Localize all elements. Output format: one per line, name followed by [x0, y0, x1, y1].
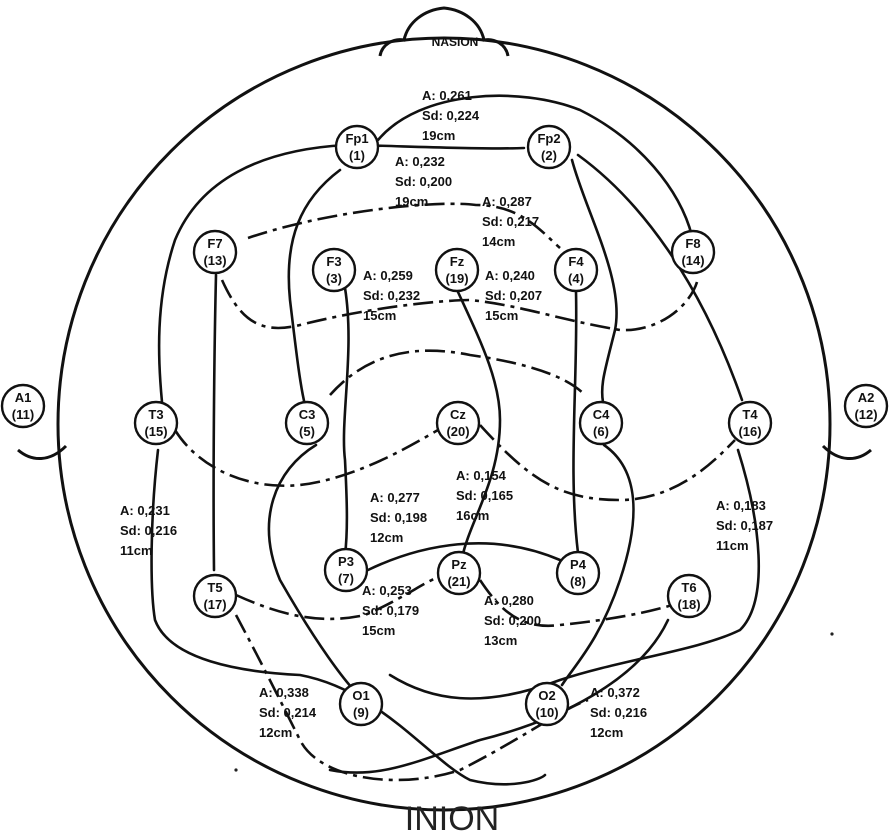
- electrode-number: (1): [349, 148, 365, 163]
- electrode-f8[interactable]: F8 (14): [672, 231, 714, 273]
- electrode-number: (4): [568, 271, 584, 286]
- electrode-number: (13): [203, 253, 226, 268]
- electrode-c3[interactable]: C3 (5): [286, 402, 328, 444]
- electrode-number: (7): [338, 571, 354, 586]
- annotation-f3: A: 0,259 Sd: 0,232 15cm: [363, 268, 424, 323]
- electrode-label: F3: [326, 254, 341, 269]
- electrode-number: (16): [738, 424, 761, 439]
- annotation-fp1-f8: A: 0,261 Sd: 0,224 19cm: [422, 88, 483, 143]
- electrode-label: T6: [681, 580, 696, 595]
- electrodes: Fp1 (1) Fp2 (2) F7 (13) F3 (3) Fz (19) F…: [2, 126, 887, 725]
- annotation-cz: A: 0,154 Sd: 0,165 16cm: [456, 468, 517, 523]
- electrode-number: (2): [541, 148, 557, 163]
- annotation-t4: A: 0,183 Sd: 0,187 11cm: [716, 498, 777, 553]
- electrode-label: O2: [538, 688, 555, 703]
- scan-artifact-dot: [830, 632, 833, 635]
- electrode-cz[interactable]: Cz (20): [437, 402, 479, 444]
- electrode-label: T4: [742, 407, 758, 422]
- electrode-f4[interactable]: F4 (4): [555, 249, 597, 291]
- electrode-f7[interactable]: F7 (13): [194, 231, 236, 273]
- electrode-label: P3: [338, 554, 354, 569]
- electrode-number: (6): [593, 424, 609, 439]
- electrode-fz[interactable]: Fz (19): [436, 249, 478, 291]
- electrode-t4[interactable]: T4 (16): [729, 402, 771, 444]
- electrode-label: C4: [593, 407, 610, 422]
- annotation-p3-p4: A: 0,277 Sd: 0,198 12cm: [370, 490, 431, 545]
- electrode-number: (10): [535, 705, 558, 720]
- annotation-t5-pz: A: 0,253 Sd: 0,179 15cm: [362, 583, 423, 638]
- electrode-label: O1: [352, 688, 369, 703]
- electrode-c4[interactable]: C4 (6): [580, 402, 622, 444]
- electrode-label: F4: [568, 254, 584, 269]
- electrode-number: (17): [203, 597, 226, 612]
- annotation-o1: A: 0,338 Sd: 0,214 12cm: [259, 685, 320, 740]
- electrode-number: (19): [445, 271, 468, 286]
- electrode-number: (5): [299, 424, 315, 439]
- electrode-label: T3: [148, 407, 163, 422]
- electrode-number: (11): [12, 407, 34, 422]
- electrode-number: (21): [447, 574, 470, 589]
- electrode-label: A1: [15, 390, 32, 405]
- electrode-p4[interactable]: P4 (8): [557, 552, 599, 594]
- electrode-f3[interactable]: F3 (3): [313, 249, 355, 291]
- electrode-label: Fz: [450, 254, 465, 269]
- electrode-o1[interactable]: O1 (9): [340, 683, 382, 725]
- electrode-number: (12): [854, 407, 877, 422]
- electrode-label: C3: [299, 407, 316, 422]
- annotation-fp2-t3: A: 0,232 Sd: 0,200 19cm: [395, 154, 456, 209]
- annotation-t3: A: 0,231 Sd: 0,216 11cm: [120, 503, 181, 558]
- electrode-pz[interactable]: Pz (21): [438, 552, 480, 594]
- electrode-number: (20): [446, 424, 469, 439]
- electrode-t6[interactable]: T6 (18): [668, 575, 710, 617]
- electrode-label: Cz: [450, 407, 466, 422]
- electrode-label: A2: [858, 390, 875, 405]
- electrode-label: P4: [570, 557, 587, 572]
- electrode-label: F7: [207, 236, 222, 251]
- electrode-a2[interactable]: A2 (12): [845, 385, 887, 427]
- annotation-f7-f4: A: 0,287 Sd: 0,217 14cm: [482, 194, 543, 249]
- inion-label: INION: [405, 800, 499, 838]
- annotation-fz: A: 0,240 Sd: 0,207 15cm: [485, 268, 546, 323]
- electrode-number: (3): [326, 271, 342, 286]
- electrode-number: (18): [677, 597, 700, 612]
- electrode-number: (15): [144, 424, 167, 439]
- electrode-t5[interactable]: T5 (17): [194, 575, 236, 617]
- electrode-o2[interactable]: O2 (10): [526, 683, 568, 725]
- electrode-t3[interactable]: T3 (15): [135, 402, 177, 444]
- electrode-label: Pz: [451, 557, 467, 572]
- electrode-label: F8: [685, 236, 700, 251]
- electrode-p3[interactable]: P3 (7): [325, 549, 367, 591]
- electrode-number: (14): [681, 253, 704, 268]
- electrode-number: (8): [570, 574, 586, 589]
- electrode-fp2[interactable]: Fp2 (2): [528, 126, 570, 168]
- electrode-number: (9): [353, 705, 369, 720]
- electrode-label: T5: [207, 580, 222, 595]
- electrode-label: Fp1: [345, 131, 368, 146]
- electrode-label: Fp2: [537, 131, 560, 146]
- scan-artifact-dot: [234, 768, 237, 771]
- annotation-o2: A: 0,372 Sd: 0,216 12cm: [590, 685, 651, 740]
- nasion-label: NASION: [432, 35, 479, 49]
- electrode-a1[interactable]: A1 (11): [2, 385, 44, 427]
- annotation-pz-t6: A: 0,280 Sd: 0,200 13cm: [484, 593, 545, 648]
- electrode-fp1[interactable]: Fp1 (1): [336, 126, 378, 168]
